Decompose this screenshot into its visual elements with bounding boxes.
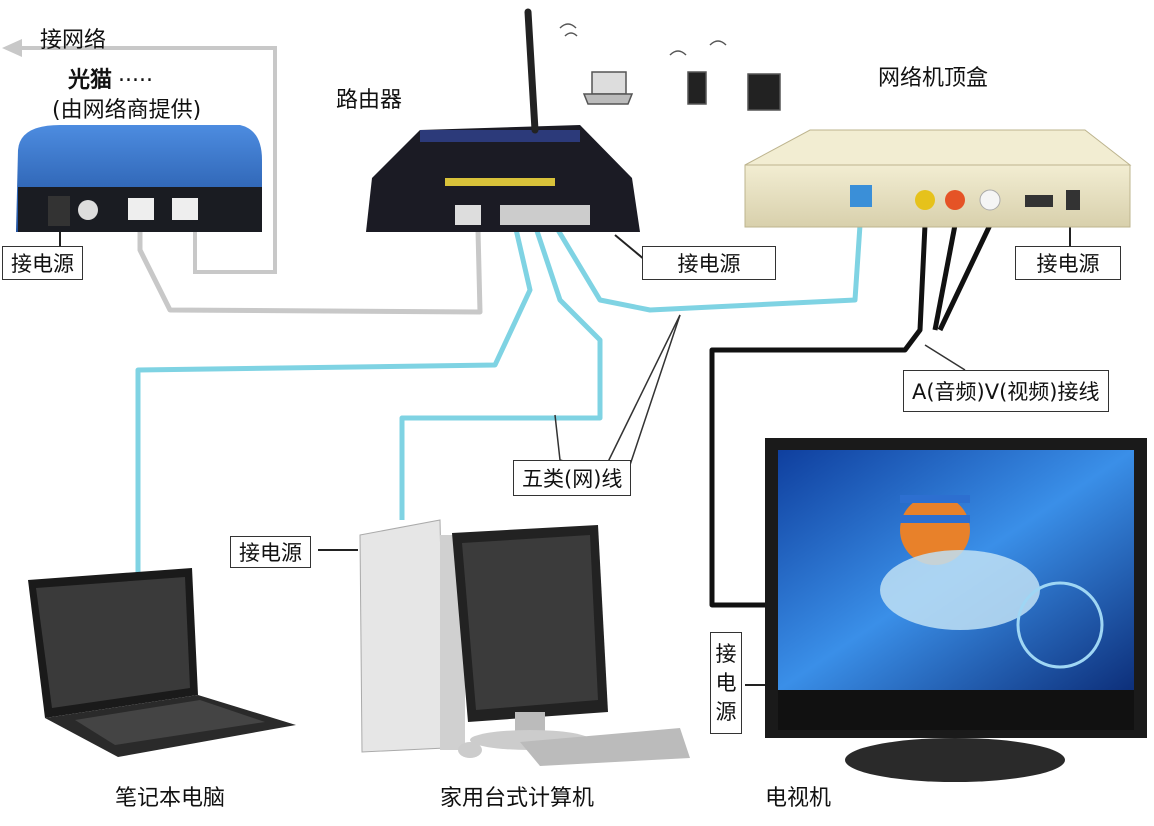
router-label: 路由器 [336, 88, 403, 113]
desktop-computer [359, 519, 690, 766]
wan-cable [137, 215, 483, 315]
modem-dots: ..... [118, 62, 153, 87]
cat5-label: 五类(网)线 [513, 460, 632, 496]
laptop-icon [582, 71, 634, 105]
desktop-label: 家用台式计算机 [440, 786, 595, 811]
tv-label: 电视机 [765, 786, 832, 811]
lan-cable-desktop [399, 224, 603, 520]
lan-cable-laptop [135, 224, 533, 590]
power-label-router: 接电源 [642, 246, 776, 280]
av-cable-label: A(音频)V(视频)接线 [903, 370, 1109, 412]
power-label-modem: 接电源 [2, 246, 83, 280]
router [366, 8, 640, 232]
internet-link [2, 39, 277, 274]
tablet-icon [747, 73, 781, 111]
modem-subtitle: (由网络商提供) [52, 98, 202, 123]
lan-cable-stb [552, 223, 863, 313]
laptop [28, 568, 296, 757]
antenna-icon [524, 8, 539, 134]
stb-label: 网络机顶盒 [878, 66, 989, 91]
phone-icon [687, 71, 707, 105]
power-label-pc: 接电源 [230, 536, 311, 568]
modem-title: 光猫 [68, 68, 113, 93]
wifi-wave-icon [559, 23, 578, 37]
set-top-box [744, 129, 1132, 228]
tv [765, 438, 1147, 782]
wireless-devices [559, 23, 781, 111]
lan-cables [135, 223, 863, 590]
wifi-wave-icon [669, 40, 727, 56]
power-tv-char: 电 [715, 670, 737, 695]
optical-modem [16, 125, 262, 232]
power-tv-char: 接 [715, 641, 737, 666]
power-tv-char: 源 [715, 699, 737, 724]
internet-label: 接网络 [40, 28, 107, 53]
power-label-stb: 接电源 [1015, 246, 1121, 280]
power-label-tv: 接 电 源 [710, 632, 742, 734]
laptop-label: 笔记本电脑 [115, 786, 226, 811]
arrow-left-icon [2, 39, 22, 57]
av-cable [709, 223, 993, 608]
